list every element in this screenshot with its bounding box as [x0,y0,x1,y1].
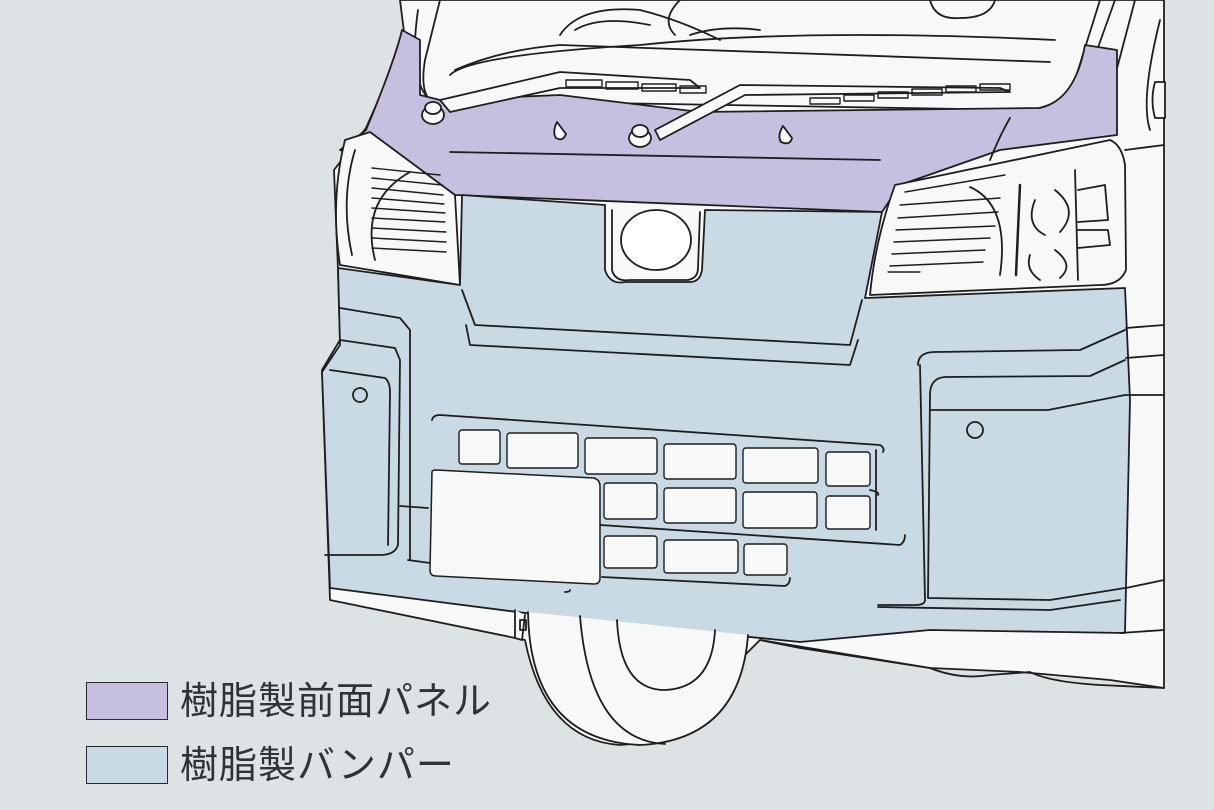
legend-item-bumper: 樹脂製バンパー [86,744,492,786]
front-panel-region [339,29,1118,213]
license-plate [429,469,601,585]
emblem [620,209,692,271]
legend: 樹脂製前面パネル 樹脂製バンパー [86,680,492,808]
bumper-swatch [86,746,168,784]
grille-slots [458,429,871,576]
cowl-vents [565,79,1011,105]
legend-label: 樹脂製前面パネル [180,679,493,723]
front-panel-swatch [86,682,168,720]
legend-label: 樹脂製バンパー [180,743,455,787]
hood-bolts [421,101,652,148]
legend-item-front-panel: 樹脂製前面パネル [86,680,492,722]
